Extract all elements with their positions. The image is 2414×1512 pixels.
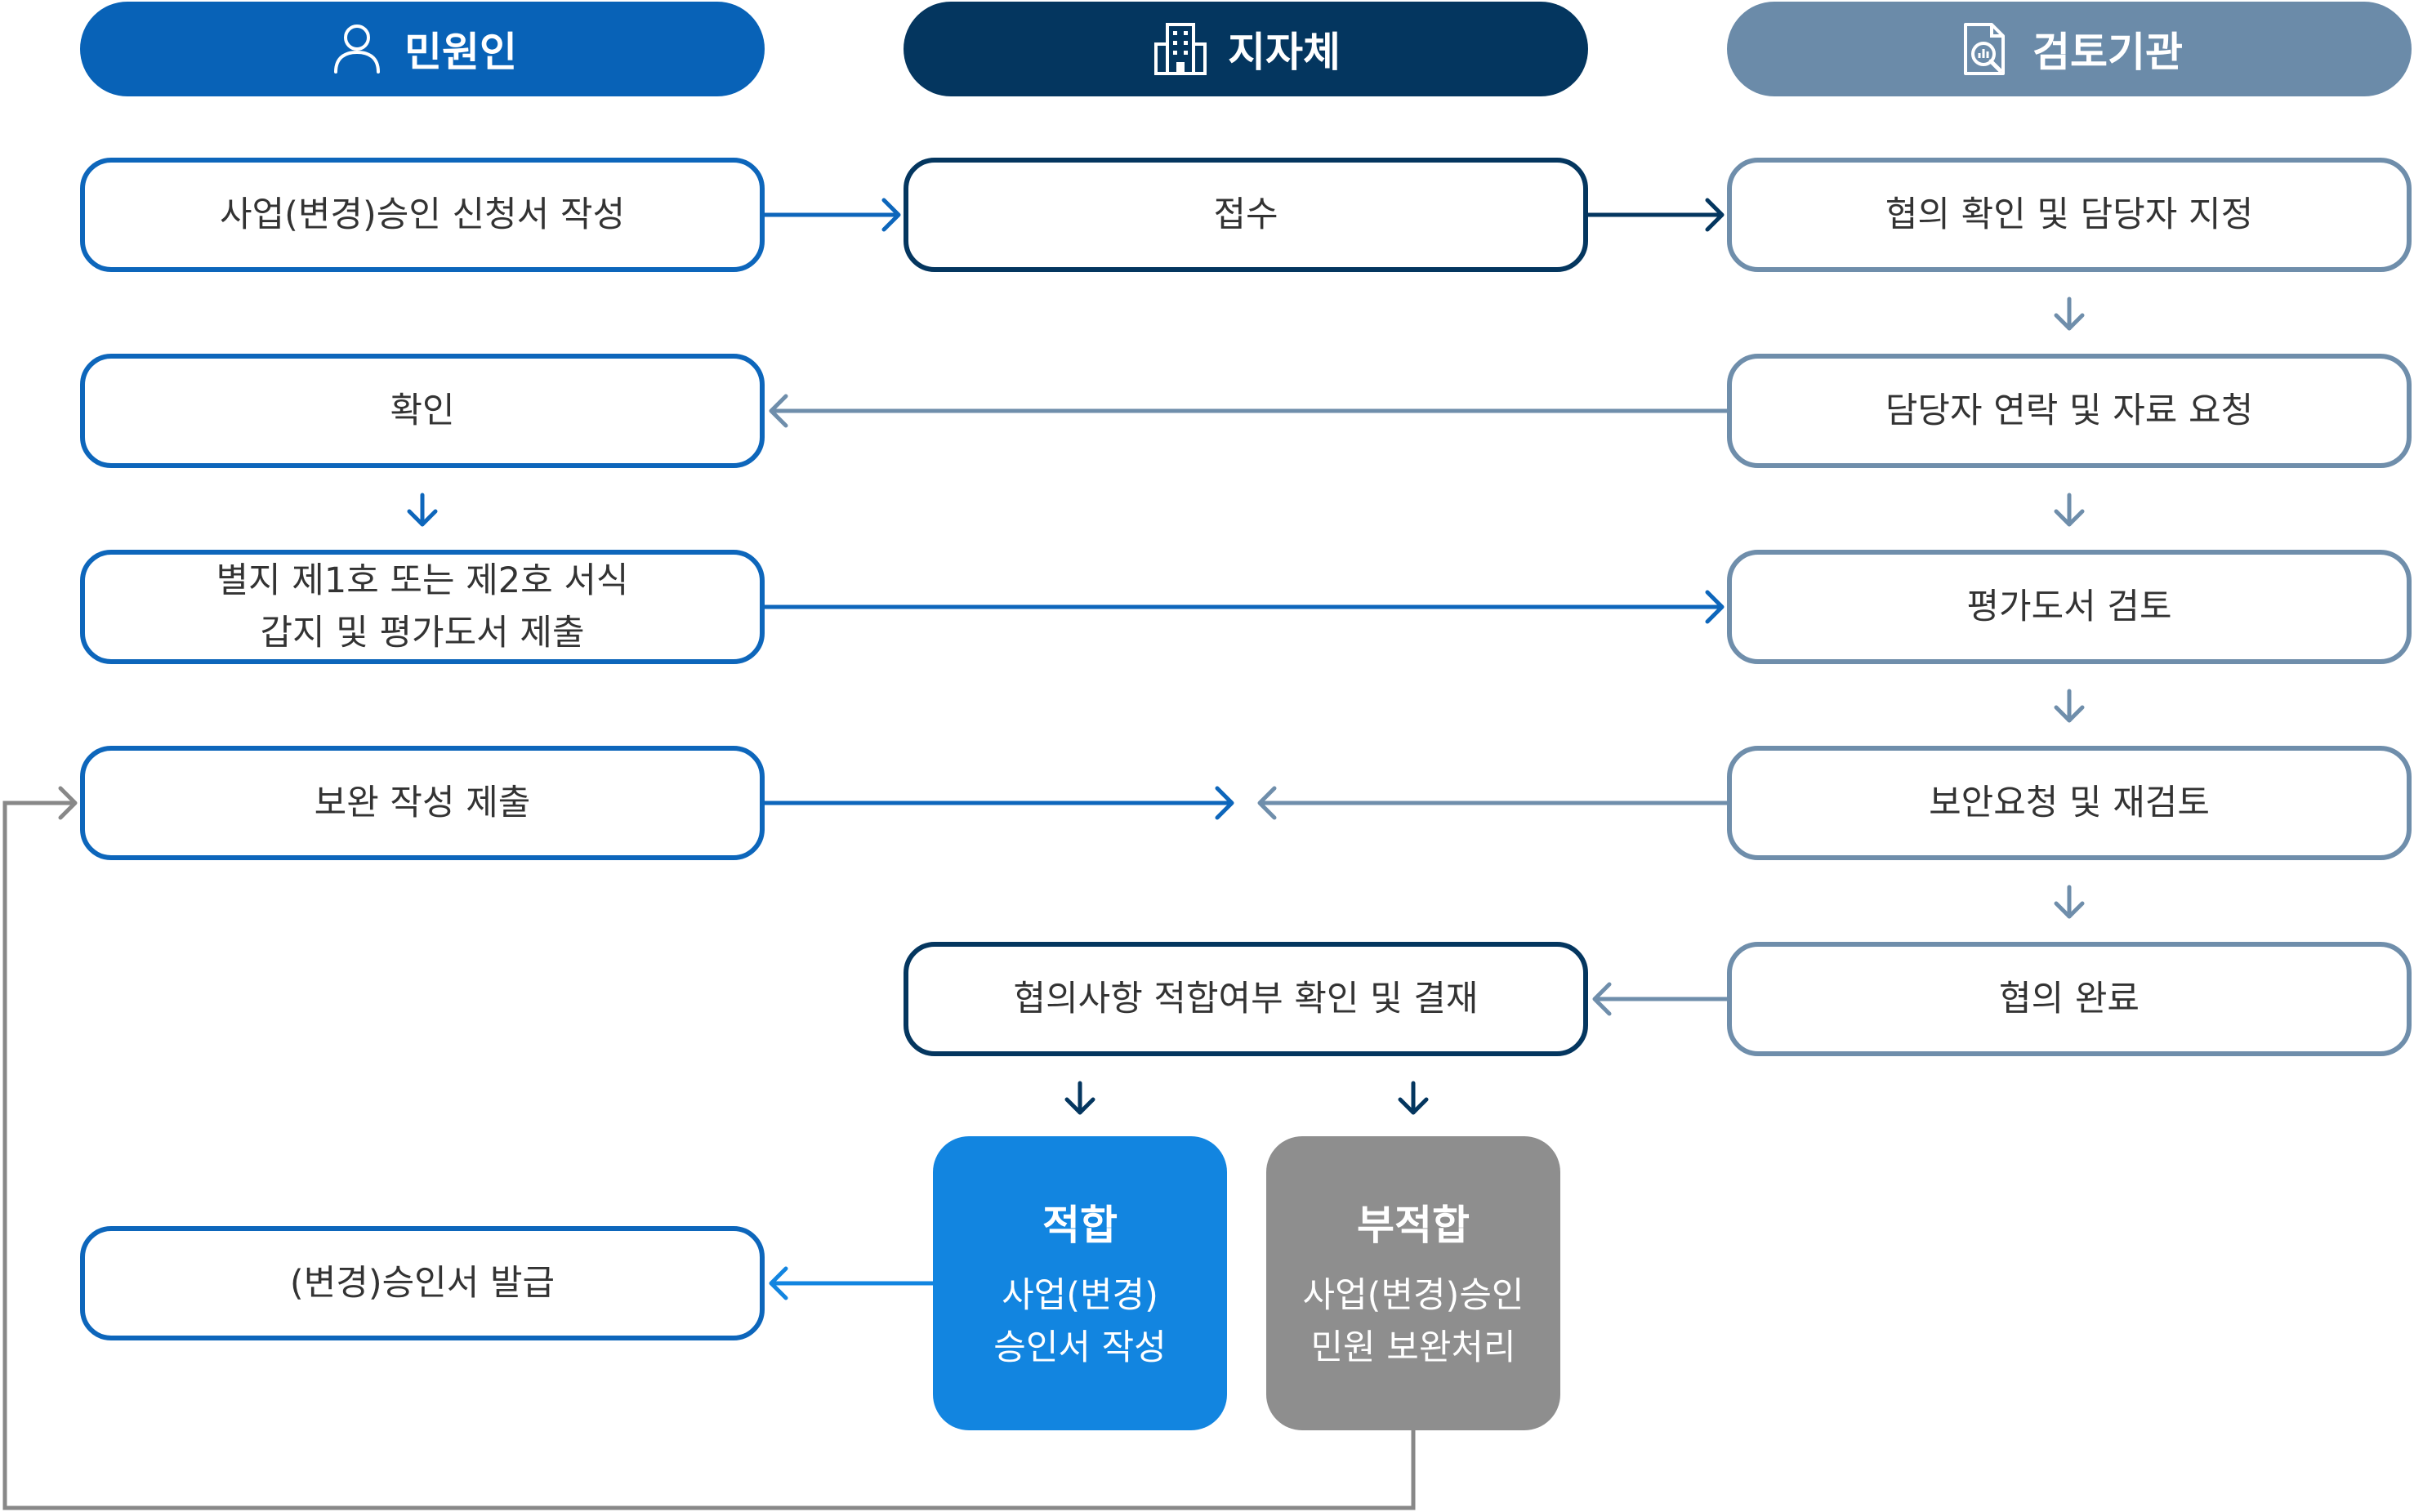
step-issue: (변경)승인서 발급	[80, 1226, 765, 1340]
step-reception-label: 접수	[1213, 194, 1278, 235]
arrow-review-to-request	[2054, 689, 2085, 723]
lane-header-review-agency: 검토기관	[1727, 2, 2412, 96]
result-pass-line2: 승인서 작성	[993, 1327, 1167, 1368]
arrow-confirm-to-submit	[407, 493, 438, 527]
lane-header-local-gov: 지자체	[904, 2, 1588, 96]
arrow-pass-to-issue	[769, 1266, 933, 1300]
arrow-contact-to-review	[2054, 493, 2085, 527]
step-confirm-label: 확인	[390, 390, 455, 431]
step-submit-label-line1: 별지 제1호 또는 제2호 서식	[216, 560, 629, 601]
building-icon	[1154, 23, 1207, 75]
step-consult-check: 협의사항 적합여부 확인 및 결재	[904, 942, 1588, 1056]
arrow-fail-return-to-supplement	[2, 786, 1416, 1510]
step-supplement-request-label: 보안요청 및 재검토	[1929, 783, 2210, 823]
result-pass-title: 적합	[1042, 1202, 1118, 1249]
result-fail-title: 부적합	[1357, 1202, 1470, 1249]
step-supplement-submit: 보완 작성 제출	[80, 746, 765, 860]
step-assign-label: 협의 확인 및 담당자 지정	[1885, 194, 2254, 235]
lane-title-review-agency: 검토기관	[2032, 29, 2183, 76]
step-application: 사업(변경)승인 신청서 작성	[80, 158, 765, 272]
arrow-contact-to-confirm	[769, 394, 1727, 428]
step-application-label: 사업(변경)승인 신청서 작성	[219, 194, 626, 235]
step-contact-label: 담당자 연락 및 자료 요청	[1885, 390, 2254, 431]
arrow-consult-to-fail	[1398, 1081, 1429, 1115]
lane-header-applicant: 민원인	[80, 2, 765, 96]
result-fail-line1: 사업(변경)승인	[1302, 1275, 1524, 1316]
document-analysis-icon	[1964, 23, 2005, 75]
step-reception: 접수	[904, 158, 1588, 272]
arrow-application-to-reception	[765, 198, 901, 232]
arrow-request-to-done	[2054, 885, 2085, 919]
lane-title-local-gov: 지자체	[1228, 29, 1341, 76]
arrow-assign-to-contact	[2054, 297, 2085, 331]
arrow-consult-to-pass	[1064, 1081, 1095, 1115]
step-consult-check-label: 협의사항 적합여부 확인 및 결재	[1013, 979, 1479, 1019]
lane-title-applicant: 민원인	[404, 29, 517, 76]
step-submit: 별지 제1호 또는 제2호 서식 갑지 및 평가도서 제출	[80, 550, 765, 664]
result-pass-line1: 사업(변경)	[1002, 1275, 1158, 1316]
result-pass: 적합 사업(변경) 승인서 작성	[933, 1136, 1227, 1430]
arrow-done-to-consult-check	[1592, 982, 1727, 1016]
step-review-label: 평가도서 검토	[1966, 587, 2172, 627]
step-assign: 협의 확인 및 담당자 지정	[1727, 158, 2412, 272]
step-confirm: 확인	[80, 354, 765, 468]
step-review: 평가도서 검토	[1727, 550, 2412, 664]
arrow-submit-to-review	[765, 590, 1725, 624]
step-contact: 담당자 연락 및 자료 요청	[1727, 354, 2412, 468]
step-consult-done: 협의 완료	[1727, 942, 2412, 1056]
arrow-supplement-submit-to-center	[765, 786, 1234, 820]
result-fail-line2: 민원 보완처리	[1310, 1327, 1516, 1368]
step-supplement-submit-label: 보완 작성 제출	[314, 783, 531, 823]
result-fail: 부적합 사업(변경)승인 민원 보완처리	[1266, 1136, 1560, 1430]
step-supplement-request: 보안요청 및 재검토	[1727, 746, 2412, 860]
person-icon	[334, 25, 380, 74]
step-consult-done-label: 협의 완료	[1999, 979, 2140, 1019]
step-issue-label: (변경)승인서 발급	[289, 1263, 556, 1304]
step-submit-label-line2: 갑지 및 평가도서 제출	[260, 613, 585, 653]
arrow-supplement-request-to-center	[1257, 786, 1727, 820]
arrow-reception-to-assign	[1588, 198, 1725, 232]
